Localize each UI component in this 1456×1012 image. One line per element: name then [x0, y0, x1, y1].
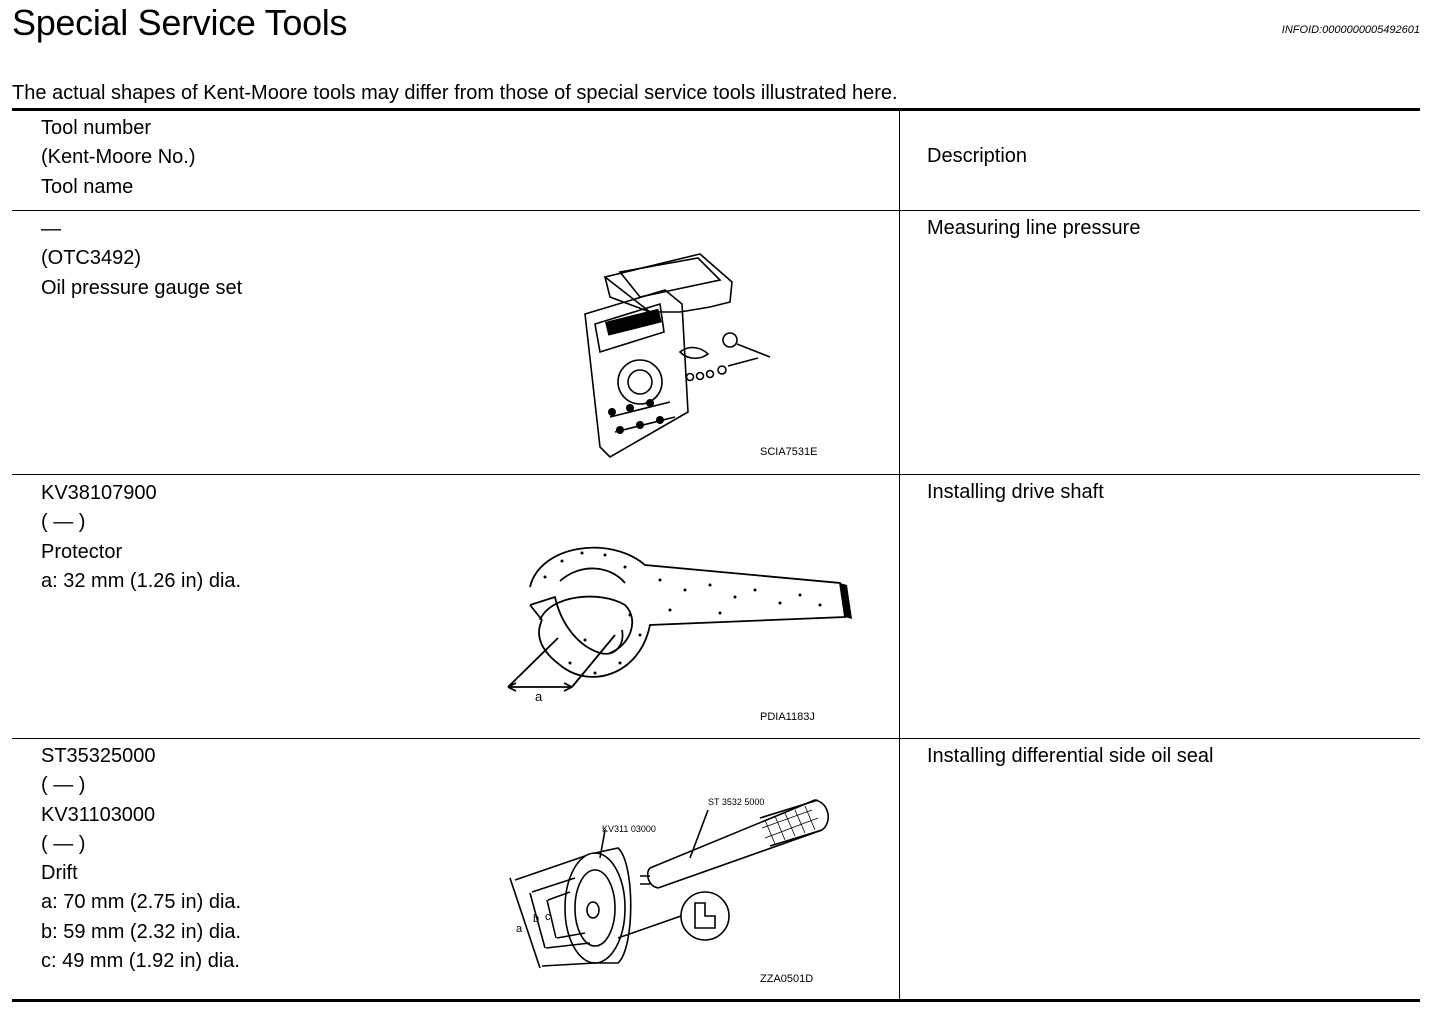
kent-moore-number: ( — )	[41, 511, 86, 534]
dimension-spec: a: 70 mm (2.75 in) dia.	[41, 891, 242, 914]
table-row-2-description: Installing drive shaft	[927, 481, 1104, 503]
tool-number: ST35325000	[41, 745, 156, 767]
tool-number: KV38107900	[41, 482, 157, 504]
table-top-rule	[12, 108, 1420, 111]
tool-name: Oil pressure gauge set	[41, 276, 243, 299]
dimension-label-a: a	[516, 923, 523, 935]
table-row-2-tool: KV38107900 ( — ) Protector a: 32 mm (1.2…	[41, 479, 241, 596]
dimension-label-b: b	[533, 913, 539, 925]
table-row-3-tool: ST35325000 ( — ) KV31103000 ( — ) Drift …	[41, 742, 241, 976]
tool-name: Drift	[41, 862, 78, 885]
kent-moore-number: (OTC3492)	[41, 247, 142, 270]
figure-code: ZZA0501D	[760, 973, 814, 985]
header-line: (Kent-Moore No.)	[41, 146, 196, 169]
dimension-label-c: c	[545, 911, 551, 923]
info-id: INFOID:0000000005492601	[1281, 24, 1420, 36]
table-bottom-rule	[12, 999, 1420, 1002]
row-2-rule	[12, 738, 1420, 739]
tool-number: KV31103000	[41, 803, 156, 826]
figure-label-kv: KV311 03000	[602, 824, 656, 834]
header-line: Tool number	[41, 117, 152, 139]
drift-illustration: ST 3532 5000 KV311 03000 a b c	[509, 797, 829, 969]
oil-pressure-gauge-illustration	[584, 253, 771, 458]
page-title: Special Service Tools	[12, 2, 348, 43]
intro-note: The actual shapes of Kent-Moore tools ma…	[12, 82, 898, 104]
table-row-3-description: Installing differential side oil seal	[927, 745, 1214, 767]
figure-label-st: ST 3532 5000	[708, 797, 764, 807]
figure-code: SCIA7531E	[760, 446, 818, 458]
dimension-spec: a: 32 mm (1.26 in) dia.	[41, 569, 242, 592]
header-line: Tool name	[41, 175, 134, 198]
figure-code: PDIA1183J	[760, 711, 815, 723]
table-row-1-tool: — (OTC3492) Oil pressure gauge set	[41, 215, 242, 303]
row-1-rule	[12, 474, 1420, 475]
kent-moore-number: ( — )	[41, 774, 86, 797]
table-row-1-description: Measuring line pressure	[927, 217, 1141, 239]
dimension-label-a: a	[535, 689, 543, 704]
tool-number: —	[41, 218, 61, 240]
dimension-spec: b: 59 mm (2.32 in) dia.	[41, 920, 242, 943]
tool-column-header: Tool number (Kent-Moore No.) Tool name	[41, 114, 196, 202]
description-column-header: Description	[927, 145, 1028, 167]
header-row-rule	[12, 210, 1420, 211]
kent-moore-number: ( — )	[41, 832, 86, 855]
tool-name: Protector	[41, 540, 123, 563]
column-divider	[899, 110, 900, 1001]
protector-illustration: a	[507, 546, 852, 704]
dimension-spec: c: 49 mm (1.92 in) dia.	[41, 950, 240, 973]
